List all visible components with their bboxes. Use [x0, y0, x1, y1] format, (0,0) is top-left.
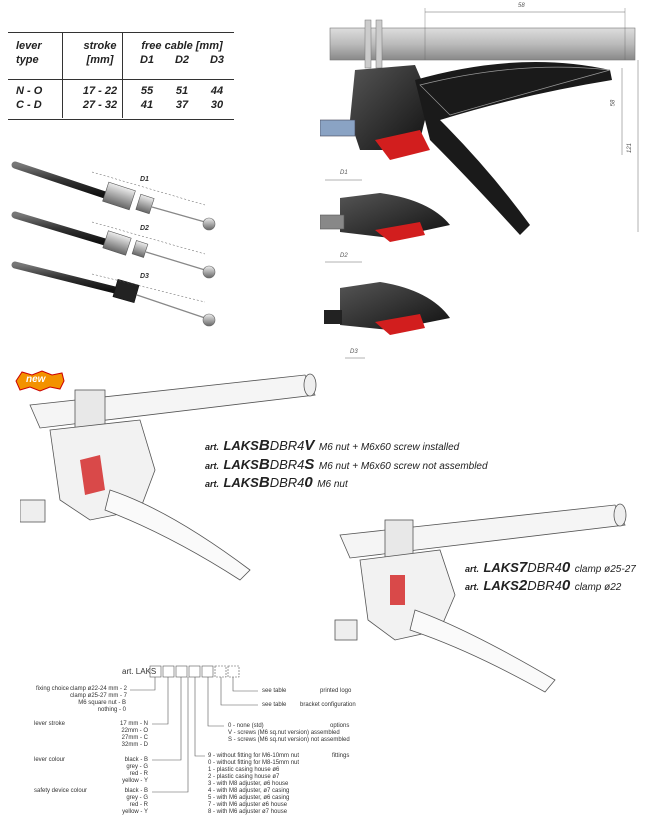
- lever-stroke-option: 32mm - D: [121, 742, 148, 748]
- lever-stroke-option: 22mm - O: [121, 728, 148, 734]
- options-title: options: [330, 723, 350, 729]
- product-laks2dbr40: art. LAKS2DBR40 clamp ø22: [465, 577, 622, 594]
- cable-2: [11, 211, 216, 279]
- dim-height: 121: [627, 142, 634, 154]
- lever-stroke-option: 17 mm - N: [119, 721, 148, 727]
- safety-colour-option: grey - G: [126, 795, 148, 801]
- spec-table-col-divider: [122, 32, 123, 118]
- cable-1: [11, 161, 216, 231]
- new-badge-icon: [15, 370, 65, 392]
- cable-label-d3: D3: [140, 273, 149, 280]
- printed-logo-right: printed logo: [320, 688, 352, 694]
- dim-d3: D3: [350, 349, 358, 355]
- row-d1: 55: [140, 85, 154, 97]
- product-laksbdbr4v: art. LAKSBDBR4V M6 nut + M6x60 screw ins…: [205, 437, 460, 454]
- fixing-choice-option: clamp ø22-24 mm - 2: [70, 686, 128, 692]
- fittings-item: 9 - without fitting for M6-10mm nut: [208, 753, 300, 759]
- safety-colour-option: red - R: [129, 802, 148, 808]
- fixing-choice-option: nothing - 0: [97, 707, 126, 713]
- row-d2: 51: [175, 85, 189, 97]
- fixing-choice-option: M6 square nut - B: [78, 700, 126, 706]
- spec-table-divider: [8, 79, 234, 80]
- safety-colour-title: safety device colour: [34, 788, 88, 794]
- fittings-item: 8 - with M6 adjuster ø7 house: [208, 809, 288, 815]
- options-item: S - screws (M6 sq.nut version) not assem…: [228, 737, 350, 743]
- lever-illustration-right: [334, 503, 627, 693]
- new-badge-label: new: [26, 374, 46, 385]
- lever-stroke-title: lever stroke: [34, 721, 66, 727]
- header-type: type: [16, 54, 39, 66]
- lever-colour-option: yellow - Y: [122, 778, 148, 784]
- lever-colour-option: black - B: [124, 757, 148, 763]
- row-d3: 30: [210, 99, 224, 111]
- lever-colour-option: red - R: [129, 771, 148, 777]
- cable-3: [11, 261, 216, 327]
- product-laks7dbr40: art. LAKS7DBR40 clamp ø25-27: [465, 559, 636, 576]
- fittings-item: 0 - without fitting for M8-15mm nut: [208, 760, 300, 766]
- spec-table-frame: [8, 32, 234, 120]
- fittings-item: 3 - with M8 adjuster, ø6 house: [208, 781, 289, 787]
- header-d1: D1: [139, 54, 155, 66]
- row-stroke: 27 - 32: [82, 99, 118, 111]
- safety-colour-option: yellow - Y: [122, 809, 148, 815]
- cable-label-d2: D2: [140, 225, 149, 232]
- fittings-item: 1 - plastic casing house ø6: [208, 767, 280, 773]
- fittings-item: 4 - with M8 adjuster, ø7 casing: [208, 788, 290, 794]
- header-stroke-unit: [mm]: [86, 54, 114, 66]
- safety-colour-option: black - B: [124, 788, 148, 794]
- fixing-choice-title: fixing choice: [36, 686, 70, 692]
- dim-d1: D1: [340, 170, 348, 176]
- header-d2: D2: [174, 54, 190, 66]
- fittings-item: 2 - plastic casing house ø7: [208, 774, 280, 780]
- code-breakdown-lines: [130, 665, 258, 793]
- fittings-item: 7 - with M6 adjuster ø6 house: [208, 802, 288, 808]
- header-stroke: stroke: [83, 40, 117, 52]
- lever-assembly-diagram: [320, 8, 639, 359]
- fittings-item: 5 - with M6 adjuster, ø6 casing: [208, 795, 290, 801]
- spec-table: lever type stroke [mm] free cable [mm] D…: [8, 32, 234, 118]
- lever-colour-title: lever colour: [34, 757, 66, 763]
- header-free-cable: free cable [mm]: [141, 40, 223, 52]
- header-lever: lever: [16, 40, 42, 52]
- row-stroke: 17 - 22: [82, 85, 118, 97]
- options-item: V - screws (M6 sq.nut version) assembled: [228, 730, 340, 736]
- code-base-label: art. LAKS: [122, 667, 157, 676]
- header-d3: D3: [209, 54, 225, 66]
- cable-diagram: [11, 161, 216, 327]
- spec-table-col-divider: [62, 32, 63, 118]
- product-laksbdbr40: art. LAKSBDBR40 M6 nut: [205, 474, 348, 491]
- fittings-title: fittings: [332, 753, 350, 759]
- row-d1: 41: [140, 99, 154, 111]
- row-d2: 37: [175, 99, 189, 111]
- row-d3: 44: [210, 85, 224, 97]
- bracket-right: bracket configuration: [300, 702, 356, 708]
- cable-label-d1: D1: [140, 176, 149, 183]
- dim-d2: D2: [340, 253, 348, 259]
- dim-side: 58: [610, 99, 617, 107]
- lever-illustration-left: [20, 373, 317, 581]
- row-type: C - D: [16, 99, 42, 111]
- row-type: N - O: [16, 85, 43, 97]
- fixing-choice-option: clamp ø25-27 mm - 7: [70, 693, 128, 699]
- lever-colour-option: grey - G: [126, 764, 148, 770]
- printed-logo-left: see table: [262, 688, 287, 694]
- dim-top: 58: [518, 3, 525, 9]
- options-item: 0 - none (std): [228, 723, 264, 729]
- product-laksbdbr4s: art. LAKSBDBR4S M6 nut + M6x60 screw not…: [205, 456, 488, 473]
- bracket-left: see table: [262, 702, 287, 708]
- lever-stroke-option: 27mm - C: [121, 735, 148, 741]
